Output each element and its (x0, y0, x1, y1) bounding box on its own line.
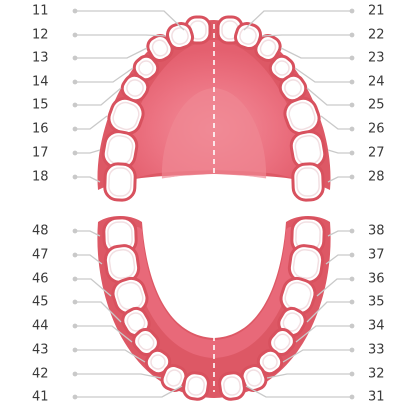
tooth-number-31: 31 (368, 390, 385, 405)
leader-26-dot (350, 127, 355, 132)
tooth-number-47: 47 (32, 248, 49, 263)
tooth-number-38: 38 (368, 224, 385, 239)
leader-36-dot (350, 277, 355, 282)
tooth-number-42: 42 (32, 367, 49, 382)
leader-43-dot (73, 348, 78, 353)
leader-15-dot (73, 103, 78, 108)
leader-37 (326, 255, 352, 264)
tooth-number-28: 28 (368, 170, 385, 185)
leader-18 (75, 177, 100, 182)
tooth-number-22: 22 (368, 28, 385, 43)
leader-31-dot (350, 395, 355, 400)
tooth-18[interactable] (104, 163, 135, 200)
tooth-number-27: 27 (368, 146, 385, 161)
leader-13 (75, 48, 147, 58)
leader-11-dot (73, 9, 78, 14)
leader-48 (75, 231, 100, 236)
leader-27 (328, 150, 352, 153)
leader-17 (75, 150, 100, 153)
leader-34-dot (350, 324, 355, 329)
leader-45-dot (73, 300, 78, 305)
tooth-31[interactable] (218, 371, 245, 400)
leader-47 (75, 255, 102, 264)
leader-23 (281, 48, 352, 58)
tooth-number-46: 46 (32, 272, 49, 287)
tooth-number-18: 18 (32, 170, 49, 185)
leader-26 (321, 116, 352, 129)
leader-32 (267, 374, 352, 378)
leader-17-dot (73, 151, 78, 156)
leader-21-dot (350, 9, 355, 14)
tooth-number-14: 14 (32, 75, 49, 90)
tooth-number-37: 37 (368, 248, 385, 263)
tooth-number-45: 45 (32, 295, 49, 310)
leader-18-dot (73, 175, 78, 180)
leader-42 (75, 374, 161, 378)
tooth-number-41: 41 (32, 390, 49, 405)
tooth-number-21: 21 (368, 4, 385, 19)
tooth-crown (109, 168, 132, 197)
tooth-number-11: 11 (32, 4, 49, 19)
leader-41-dot (73, 395, 78, 400)
tooth-number-23: 23 (368, 51, 385, 66)
leader-16-dot (73, 127, 78, 132)
tooth-number-48: 48 (32, 224, 49, 239)
leader-28 (328, 177, 352, 182)
tooth-number-36: 36 (368, 272, 385, 287)
tooth-number-25: 25 (368, 98, 385, 113)
leader-14-dot (73, 80, 78, 85)
tooth-number-43: 43 (32, 343, 49, 358)
tooth-number-15: 15 (32, 98, 49, 113)
tooth-crown (297, 168, 320, 197)
leader-42-dot (73, 372, 78, 377)
leader-23-dot (350, 56, 355, 61)
leader-35-dot (350, 300, 355, 305)
tooth-crown (108, 248, 136, 279)
tooth-number-35: 35 (368, 295, 385, 310)
leader-48-dot (73, 229, 78, 234)
leader-27-dot (350, 151, 355, 156)
leader-46-dot (73, 277, 78, 282)
leader-25-dot (350, 103, 355, 108)
tooth-number-16: 16 (32, 122, 49, 137)
leader-16 (75, 116, 107, 129)
leader-33-dot (350, 348, 355, 353)
leader-38 (328, 231, 352, 236)
leader-38-dot (350, 229, 355, 234)
leader-21 (244, 11, 352, 30)
tooth-number-12: 12 (32, 28, 49, 43)
leader-13-dot (73, 56, 78, 61)
tooth-number-24: 24 (368, 75, 385, 90)
tooth-number-44: 44 (32, 319, 49, 334)
tooth-41[interactable] (182, 371, 209, 400)
tooth-number-33: 33 (368, 343, 385, 358)
leader-47-dot (73, 253, 78, 258)
leader-11 (75, 11, 184, 30)
leader-28-dot (350, 175, 355, 180)
tooth-number-26: 26 (368, 122, 385, 137)
leader-32-dot (350, 372, 355, 377)
tooth-crown (292, 248, 320, 279)
tooth-number-32: 32 (368, 367, 385, 382)
leader-44-dot (73, 324, 78, 329)
leader-12-dot (73, 33, 78, 38)
tooth-number-13: 13 (32, 51, 49, 66)
leader-22 (262, 35, 352, 36)
tooth-number-17: 17 (32, 146, 49, 161)
leader-37-dot (350, 253, 355, 258)
leader-12 (75, 35, 166, 36)
leader-24-dot (350, 80, 355, 85)
tooth-28[interactable] (292, 163, 323, 200)
tooth-number-34: 34 (368, 319, 385, 334)
leader-22-dot (350, 33, 355, 38)
